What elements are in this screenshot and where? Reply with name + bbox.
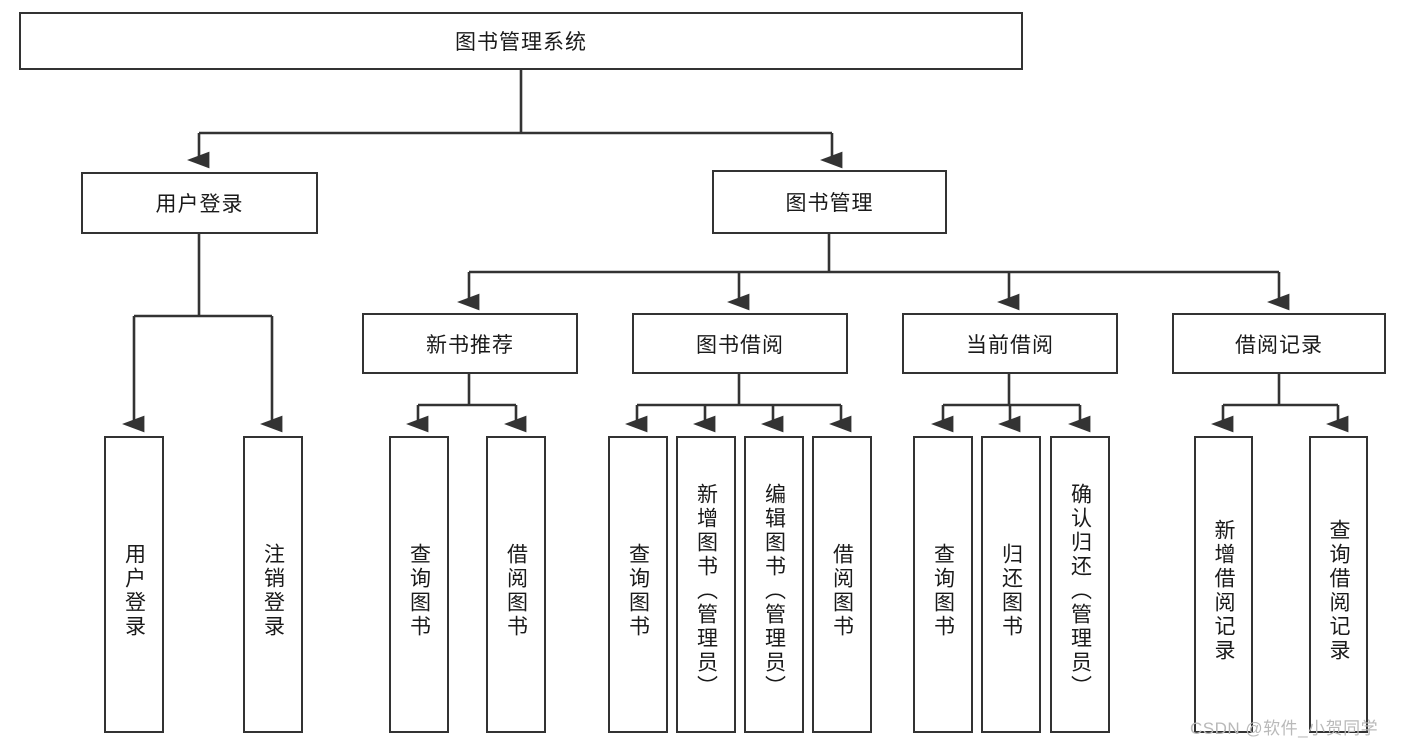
node-label: 归还图书 <box>999 542 1023 639</box>
node-new-book-recommend[interactable]: 新书推荐 <box>362 313 578 374</box>
leaf-borrow-record-add[interactable]: 新增借阅记录 <box>1194 436 1253 733</box>
node-label: 图书管理系统 <box>455 31 587 54</box>
node-book-borrow[interactable]: 图书借阅 <box>632 313 848 374</box>
node-current-borrow[interactable]: 当前借阅 <box>902 313 1118 374</box>
leaf-book-borrow-borrow[interactable]: 借阅图书 <box>812 436 872 733</box>
leaf-user-login-logout[interactable]: 注销登录 <box>243 436 303 733</box>
leaf-book-borrow-add[interactable]: 新增图书（管理员） <box>676 436 736 733</box>
node-label: 借阅图书 <box>830 542 854 639</box>
node-label: 用户登录 <box>122 542 146 639</box>
node-label: 新增借阅记录 <box>1212 518 1235 663</box>
leaf-current-borrow-return[interactable]: 归还图书 <box>981 436 1041 733</box>
leaf-new-book-query[interactable]: 查询图书 <box>389 436 449 733</box>
node-label: 新增图书（管理员） <box>694 482 718 699</box>
node-label: 借阅记录 <box>1235 333 1323 357</box>
node-label: 查询借阅记录 <box>1327 518 1350 663</box>
node-label: 图书管理 <box>785 192 874 215</box>
leaf-book-borrow-edit[interactable]: 编辑图书（管理员） <box>744 436 804 733</box>
leaf-book-borrow-query[interactable]: 查询图书 <box>608 436 668 733</box>
node-borrow-record[interactable]: 借阅记录 <box>1172 313 1386 374</box>
node-label: 编辑图书（管理员） <box>762 482 786 699</box>
leaf-borrow-record-query[interactable]: 查询借阅记录 <box>1309 436 1368 733</box>
node-user-login[interactable]: 用户登录 <box>81 172 318 234</box>
node-label: 查询图书 <box>931 542 955 639</box>
node-root-system[interactable]: 图书管理系统 <box>19 12 1023 70</box>
leaf-user-login-login[interactable]: 用户登录 <box>104 436 164 733</box>
leaf-current-borrow-query[interactable]: 查询图书 <box>913 436 973 733</box>
node-label: 新书推荐 <box>426 333 514 357</box>
node-label: 当前借阅 <box>966 333 1054 357</box>
node-label: 图书借阅 <box>696 333 784 357</box>
node-book-management[interactable]: 图书管理 <box>712 170 947 234</box>
node-label: 确认归还（管理员） <box>1068 482 1092 699</box>
leaf-new-book-borrow[interactable]: 借阅图书 <box>486 436 546 733</box>
node-label: 注销登录 <box>261 542 285 639</box>
node-label: 查询图书 <box>626 542 650 639</box>
node-label: 借阅图书 <box>504 542 528 639</box>
leaf-current-borrow-confirm[interactable]: 确认归还（管理员） <box>1050 436 1110 733</box>
node-label: 用户登录 <box>155 193 244 216</box>
node-label: 查询图书 <box>407 542 431 639</box>
watermark-text: CSDN @软件_小贺同学 <box>1190 719 1379 738</box>
